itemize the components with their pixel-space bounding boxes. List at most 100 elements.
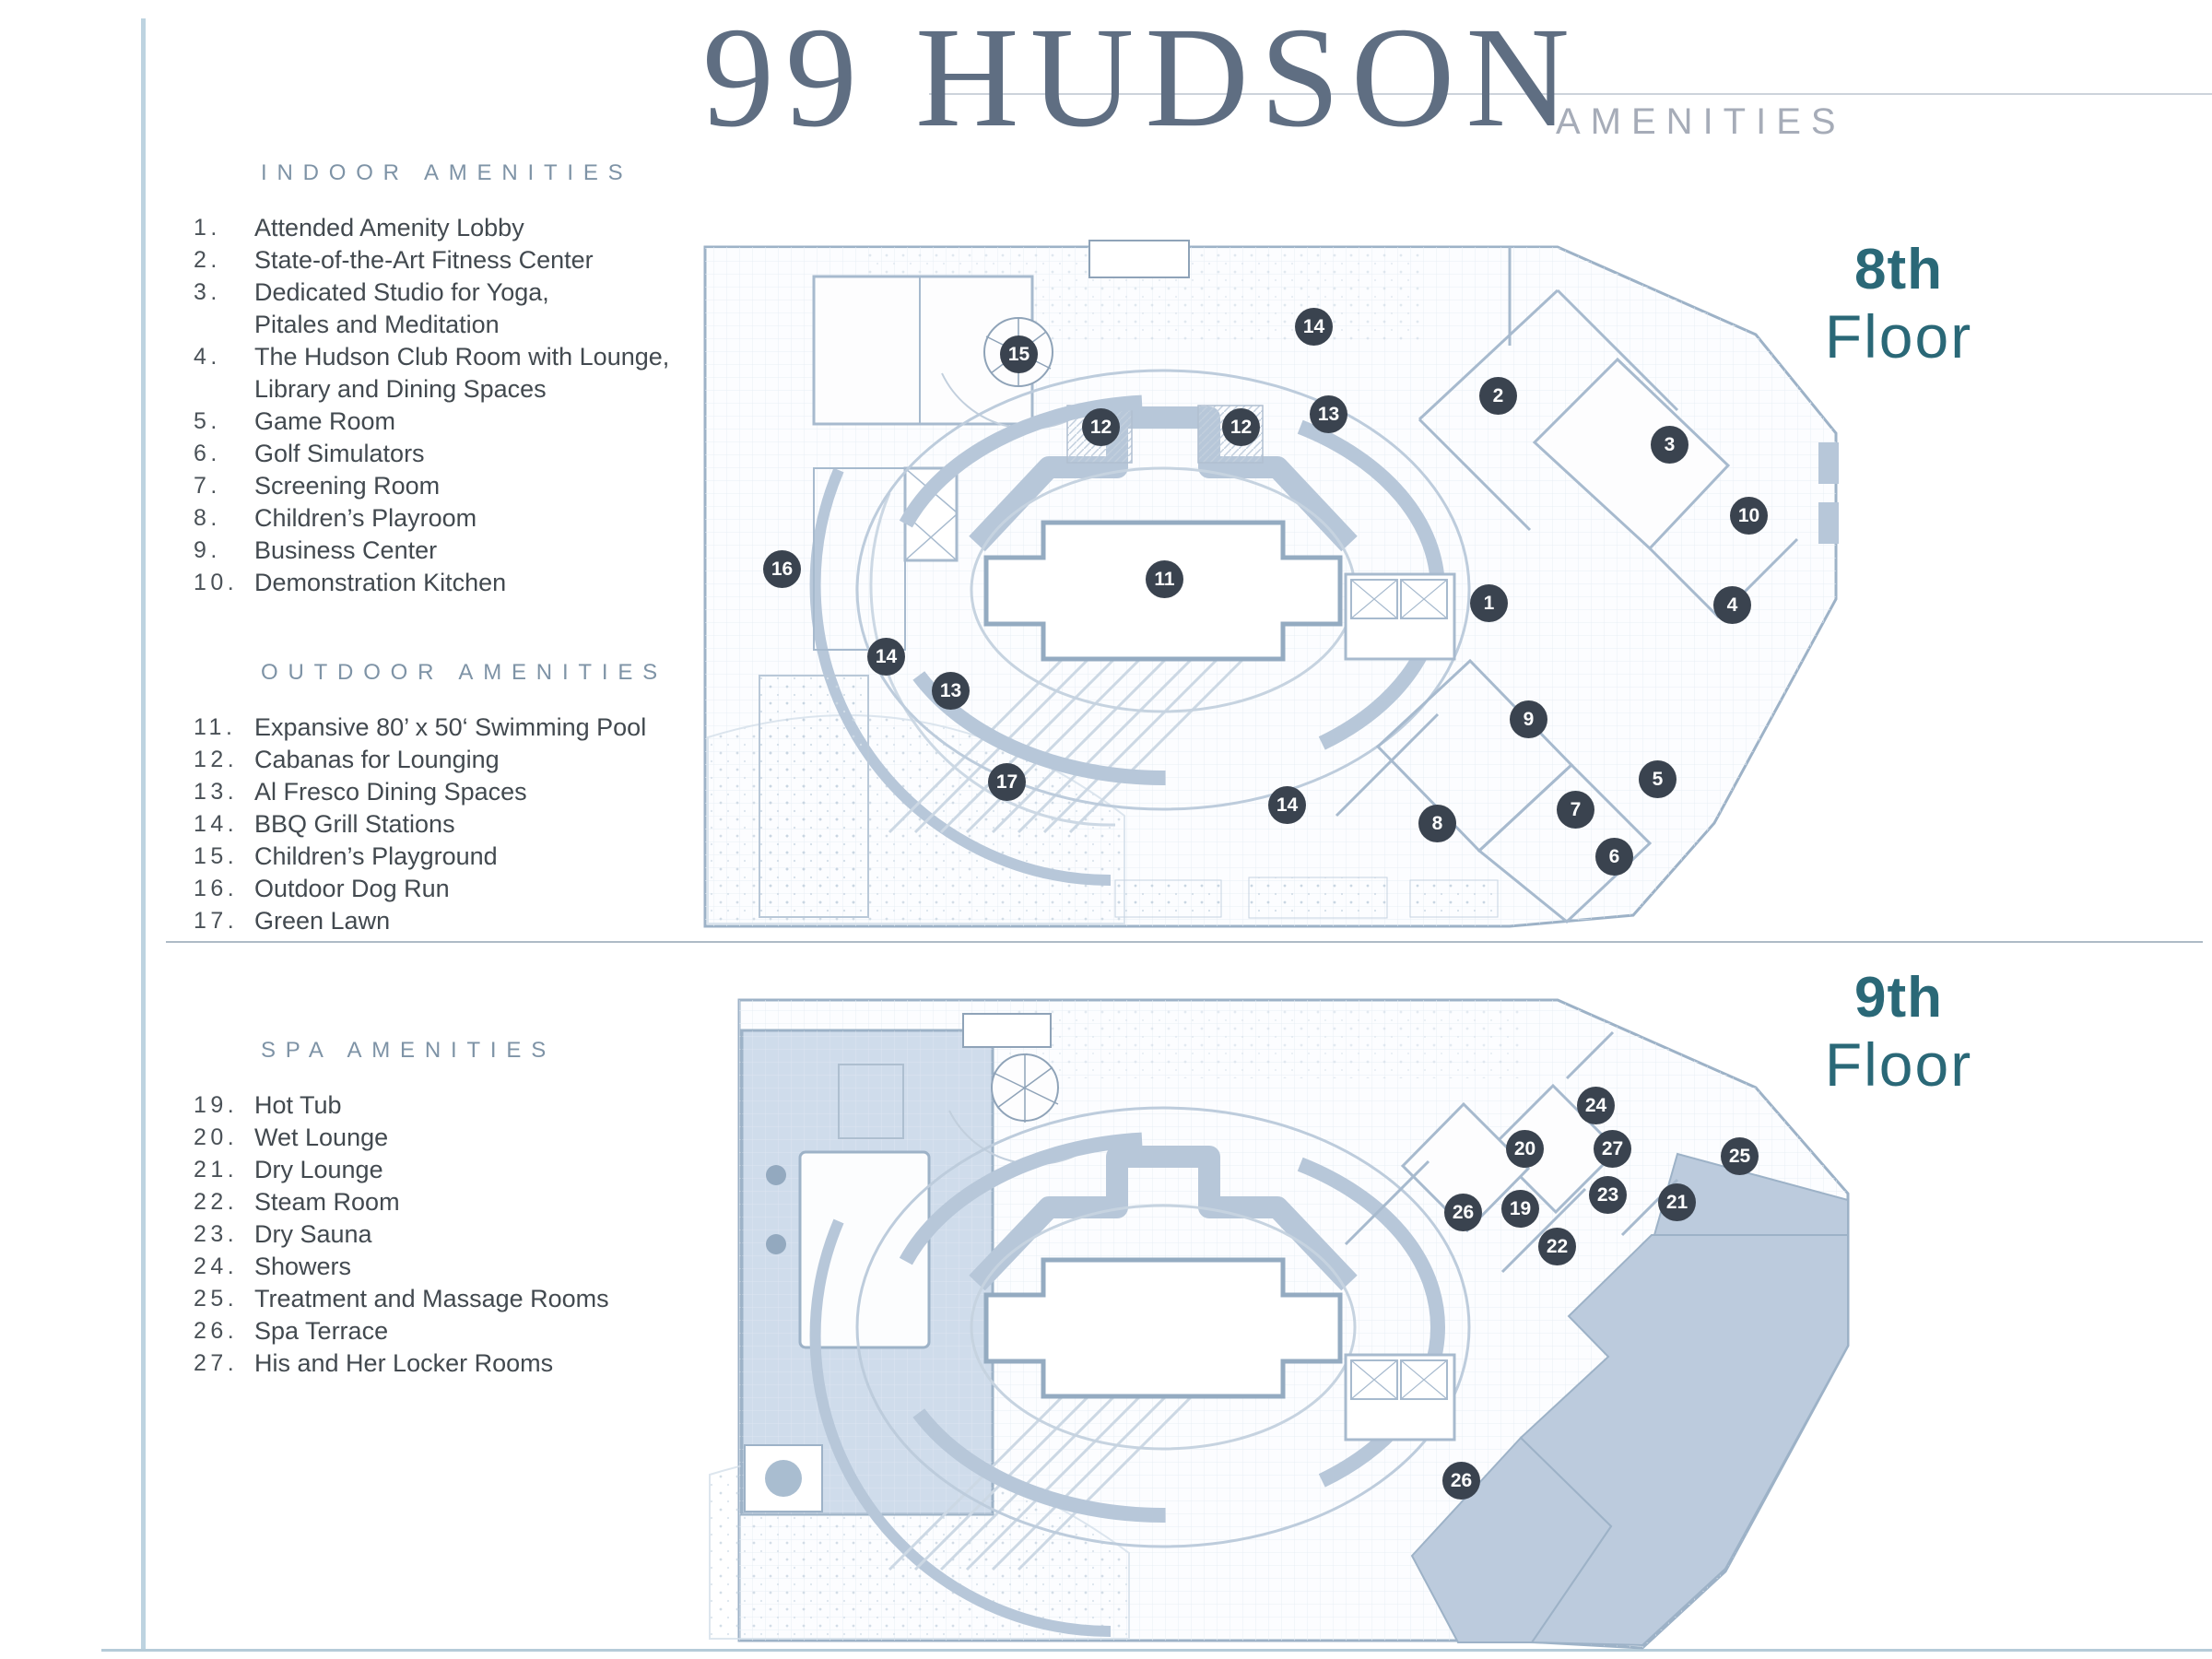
plan8-elevator-core (1344, 572, 1456, 661)
legend-section-title: INDOOR AMENITIES (261, 160, 633, 185)
legend-item: 20. Wet Lounge (194, 1122, 765, 1154)
legend-item-label: Business Center (254, 536, 438, 564)
plan8-balcony-tab (1818, 502, 1839, 544)
legend-item-label: Pitales and Meditation (254, 311, 500, 338)
legend-item: 7. Screening Room (194, 470, 765, 502)
legend-item-label: Screening Room (254, 472, 441, 500)
left-vertical-rule (141, 18, 146, 1652)
floorplan-9th (709, 998, 1850, 1650)
legend-item-label: Hot Tub (254, 1091, 342, 1119)
plan-marker-8: 8 (1418, 805, 1456, 842)
legend-item-label: Showers (254, 1253, 352, 1280)
plan9-trellis (962, 1013, 1052, 1048)
plan8-pool-deck-crown (969, 406, 1358, 552)
plan-marker-4: 4 (1713, 586, 1751, 624)
floor-number: 8th (1854, 238, 1943, 301)
plan-marker-3: 3 (1651, 426, 1688, 464)
plan-marker-1: 1 (1470, 584, 1508, 622)
legend-item: 15. Children’s Playground (194, 841, 765, 873)
legend-item: 23.Dry Sauna (194, 1218, 765, 1251)
legend-item-label: Cabanas for Lounging (254, 746, 500, 773)
plan8-trellis (1088, 240, 1190, 278)
legend-item-number: 2. (194, 247, 221, 273)
legend-section: INDOOR AMENITIES 1.Attended Amenity Lobby… (194, 162, 765, 599)
plan-marker-5: 5 (1639, 760, 1677, 798)
plan9-walkway-arc (809, 1218, 1112, 1638)
legend-item: 26.Spa Terrace (194, 1315, 765, 1347)
plan-marker-19: 19 (1501, 1190, 1539, 1228)
plan-marker-9: 9 (1510, 700, 1547, 738)
plan-marker-6: 6 (1595, 838, 1633, 876)
legend-item-label: Green Lawn (254, 907, 391, 935)
plan-marker-14: 14 (1295, 308, 1333, 346)
legend-item-number: 4. (194, 344, 221, 370)
floorplan-8th (703, 240, 1839, 928)
legend-item-label: Children’s Playroom (254, 504, 477, 532)
floor-label-9th: 9th Floor (1793, 970, 2005, 1098)
legend-item-label: Children’s Playground (254, 842, 498, 870)
plan-marker-22: 22 (1538, 1228, 1576, 1265)
legend-item-number: 3. (194, 279, 221, 305)
legend-item-number: 20. (194, 1124, 239, 1150)
legend-item-label: Steam Room (254, 1188, 400, 1216)
legend-item: 22.Steam Room (194, 1186, 765, 1218)
plan-marker-25: 25 (1721, 1137, 1759, 1175)
plan9-spa-terrace-fill (1410, 1152, 1849, 1647)
plan-marker-7: 7 (1557, 791, 1594, 829)
plan9-pool-deck-crown (969, 1146, 1358, 1291)
legend-item-label: Outdoor Dog Run (254, 875, 450, 902)
logo-99-hudson: 99 HUDSON (702, 0, 1582, 157)
legend-item-number: 17. (194, 908, 239, 934)
legend-item: 21.Dry Lounge (194, 1154, 765, 1186)
legend-item-number: 16. (194, 876, 239, 901)
plan9-swimming-pool (983, 1257, 1343, 1399)
legend-item-number: 9. (194, 537, 221, 563)
plan9-spa-rooms (1344, 1030, 1679, 1274)
legend-item: 9. Business Center (194, 535, 765, 567)
floor-divider-rule (166, 941, 2203, 943)
legend-item-label: Dry Lounge (254, 1156, 383, 1183)
legend-item: 24. Showers (194, 1251, 765, 1283)
legend-item: 5.Game Room (194, 406, 765, 438)
plan-marker-12: 12 (1222, 408, 1260, 446)
legend-item: 2.State-of-the-Art Fitness Center (194, 244, 765, 276)
plan-marker-23: 23 (1589, 1176, 1627, 1214)
legend-item: Library and Dining Spaces (194, 373, 765, 406)
plan-marker-16: 16 (763, 550, 801, 588)
plan-marker-13: 13 (1310, 395, 1347, 433)
legend-item-label: Wet Lounge (254, 1124, 389, 1151)
legend-item: 17. Green Lawn (194, 905, 765, 937)
legend-item-number: 15. (194, 843, 239, 869)
legend-item-number (194, 309, 254, 341)
legend-item-label: The Hudson Club Room with Lounge, (254, 343, 670, 371)
legend-item-number: 25. (194, 1286, 239, 1312)
legend-item-number: 14. (194, 811, 239, 837)
plan9-pool-rings (855, 1106, 1471, 1548)
legend-item-number: 24. (194, 1253, 239, 1279)
plan-marker-20: 20 (1506, 1130, 1544, 1168)
legend-item: 11.Expansive 80’ x 50‘ Swimming Pool (194, 712, 765, 744)
plan-marker-26: 26 (1442, 1462, 1480, 1500)
legend-item: 27.His and Her Locker Rooms (194, 1347, 765, 1380)
legend-item-number: 6. (194, 441, 221, 466)
legend-item-label: Expansive 80’ x 50‘ Swimming Pool (254, 713, 647, 741)
legend-item-label: Game Room (254, 407, 396, 435)
plan-marker-26: 26 (1444, 1194, 1482, 1231)
legend-item: Pitales and Meditation (194, 309, 765, 341)
legend-item: 19.Hot Tub (194, 1089, 765, 1122)
legend-item: 12.Cabanas for Lounging (194, 744, 765, 776)
legend-item-number: 7. (194, 473, 221, 499)
legend-item-label: Library and Dining Spaces (254, 375, 547, 403)
legend-item-label: Treatment and Massage Rooms (254, 1285, 609, 1312)
legend-section-title: SPA AMENITIES (261, 1038, 557, 1063)
legend-item-number: 23. (194, 1221, 239, 1247)
plan-marker-14: 14 (867, 638, 905, 676)
legend-item-number: 27. (194, 1350, 239, 1376)
legend-item: 16. Outdoor Dog Run (194, 873, 765, 905)
